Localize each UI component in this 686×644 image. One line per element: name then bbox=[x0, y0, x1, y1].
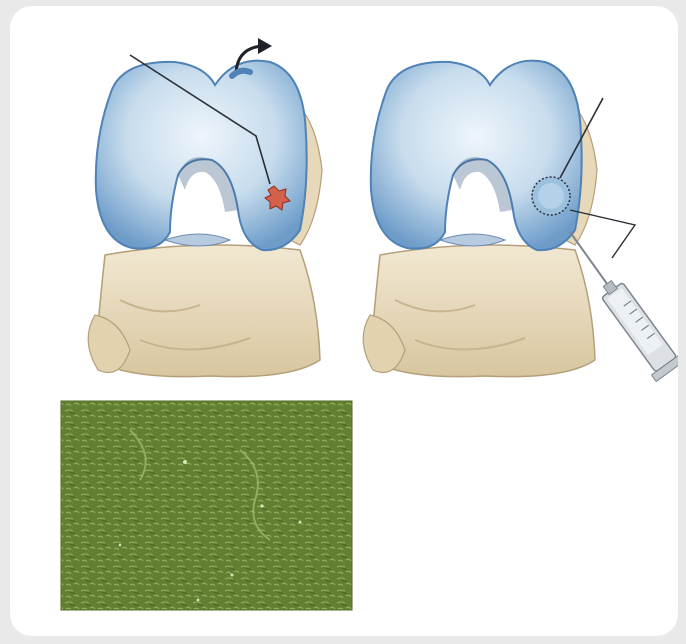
tibia-right bbox=[370, 245, 595, 377]
cell-patch-icon bbox=[532, 177, 570, 215]
femur-cartilage-right bbox=[371, 61, 582, 250]
knee-diagram bbox=[10, 6, 678, 636]
cell-culture-micrograph bbox=[61, 401, 352, 610]
femur-cartilage-left bbox=[96, 61, 307, 250]
figure-card bbox=[10, 6, 678, 636]
tibia-left bbox=[95, 245, 320, 377]
knee-after-injection bbox=[363, 61, 678, 382]
knee-before-procedure bbox=[88, 38, 322, 377]
